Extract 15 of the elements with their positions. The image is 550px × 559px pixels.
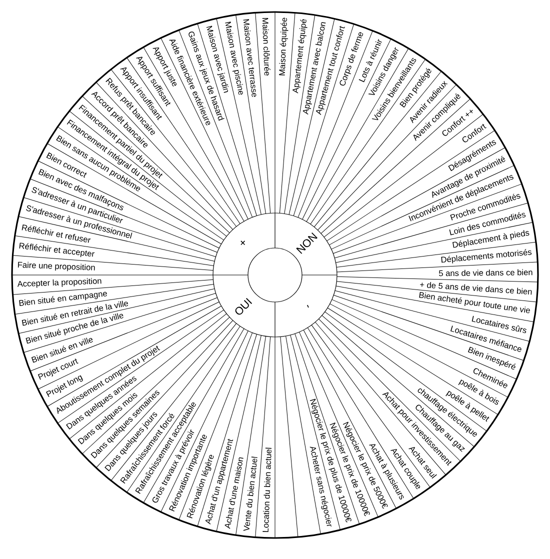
sector-label: Vente du bien actuel bbox=[243, 456, 258, 531]
sector-label: Déplacements motorisés bbox=[441, 249, 532, 264]
sector-label: Maison clôturée bbox=[262, 18, 270, 76]
quadrant-label: OUI bbox=[235, 298, 252, 315]
sector-label: Réfléchir et accepter bbox=[19, 242, 95, 258]
sector-label: Location du bien actuel bbox=[262, 448, 272, 532]
quadrant-label: - bbox=[307, 304, 309, 308]
sector-label: Appartement équipé bbox=[292, 19, 308, 94]
sector-label: Bien situé en campagne bbox=[19, 292, 107, 306]
sector-label: Maison avec terrasse bbox=[243, 19, 256, 97]
sector-label: Faire une proposition bbox=[18, 262, 95, 272]
sector-label: 5 ans de vie dans ce bien bbox=[439, 269, 532, 276]
sector-label: Maison équipée bbox=[279, 18, 288, 76]
quadrant-label: + bbox=[240, 240, 246, 245]
sector-label: Accepter la proposition bbox=[17, 278, 102, 288]
